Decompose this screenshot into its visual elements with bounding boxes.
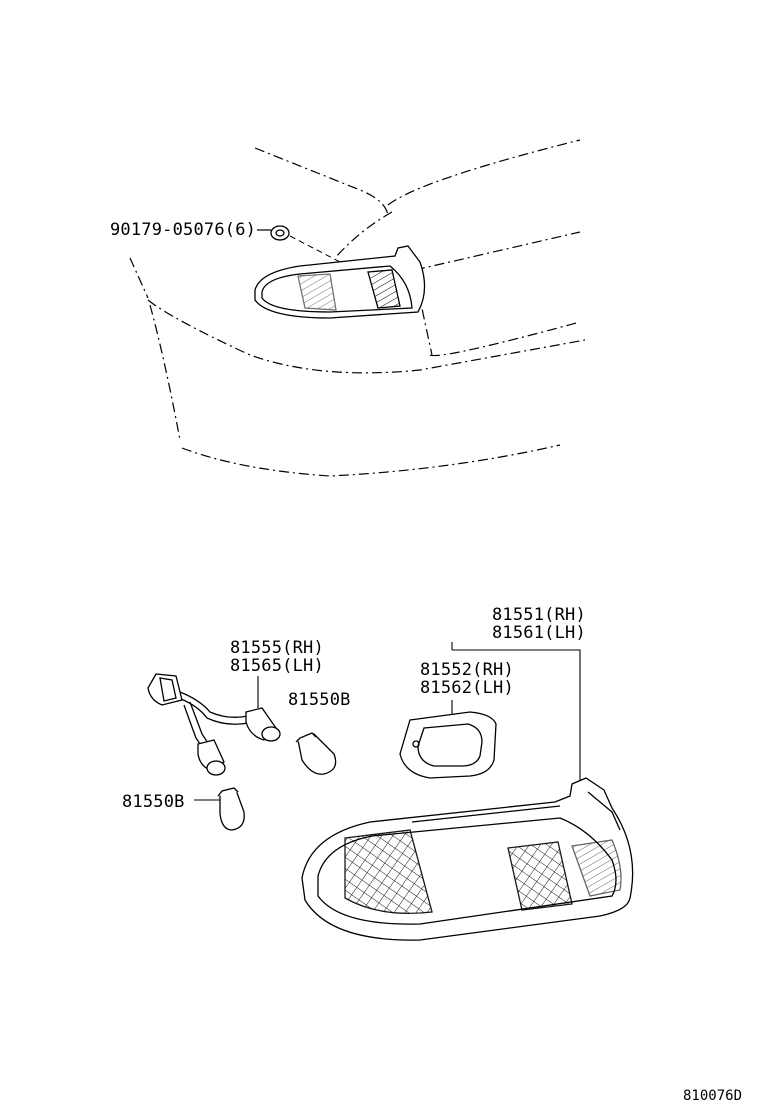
bulb-label-1: 81550B: [288, 690, 351, 710]
bulb-icon-1: [296, 733, 336, 774]
vehicle-lamp-icon: [255, 246, 425, 318]
diagram-code: 810076D: [683, 1088, 743, 1104]
gasket-icon: [400, 712, 496, 778]
clip-part-label: 90179-05076(6): [110, 220, 257, 240]
clip-leader-line: [290, 236, 340, 262]
gasket-lh-label: 81562(LH): [420, 678, 514, 698]
clip-icon: [271, 226, 289, 240]
socket-lh-label: 81565(LH): [230, 656, 324, 676]
lens-lh-label: 81561(LH): [492, 623, 586, 643]
lens-assembly-icon: [302, 778, 633, 940]
gasket-rh-label: 81552(RH): [420, 660, 514, 680]
socket-wire-assembly-icon: [148, 674, 280, 775]
bulb-label-2: 81550B: [122, 792, 185, 812]
socket-rh-label: 81555(RH): [230, 638, 324, 658]
bulb-icon-2: [218, 788, 244, 830]
vehicle-body-outline: [130, 140, 585, 476]
lens-rh-label: 81551(RH): [492, 605, 586, 625]
